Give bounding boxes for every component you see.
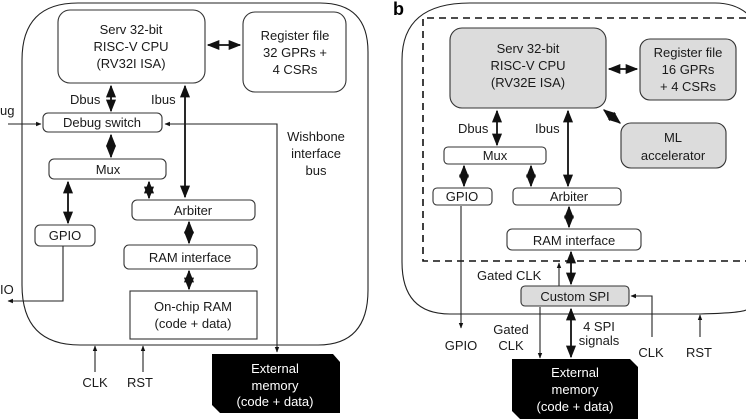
ml-label-line1: ML xyxy=(664,130,682,145)
clk-label-b: CLK xyxy=(638,345,664,360)
ram-interface-box-b xyxy=(506,228,642,251)
cpu-b-label-line3: (RV32E ISA) xyxy=(491,75,565,90)
arbiter-label-a: Arbiter xyxy=(174,203,213,218)
debug-switch-label: Debug switch xyxy=(63,115,141,130)
onchip-ram-label-line1: On-chip RAM xyxy=(154,299,232,314)
clk-label-a: CLK xyxy=(82,375,108,390)
gpio-label-b: GPIO xyxy=(446,189,479,204)
dbus-label-a: Dbus xyxy=(70,92,101,107)
wishbone-label-line2: interface xyxy=(291,146,341,161)
ext-memory-label-b-line2: memory xyxy=(552,382,599,397)
mux-box-b xyxy=(443,146,547,165)
clk-spi-line xyxy=(630,293,653,337)
debug-switch-box xyxy=(42,112,163,133)
cpu-label-line2: RISC-V CPU xyxy=(93,39,168,54)
ram-interface-box-a xyxy=(123,244,258,270)
ext-memory-box-a xyxy=(212,354,340,413)
spi-signals-label-line1: 4 SPI xyxy=(583,319,615,334)
custom-spi-box xyxy=(520,285,630,307)
panel-letter-b: b xyxy=(393,0,404,19)
wishbone-label-line3: bus xyxy=(306,163,327,178)
ml-accelerator-box xyxy=(620,122,727,169)
cpu-label-line3: (RV32I ISA) xyxy=(96,56,165,71)
ext-memory-label-a-line2: memory xyxy=(252,378,299,393)
regfile-b-label-line3: + 4 CSRs xyxy=(660,79,716,94)
ext-memory-box-b xyxy=(512,359,638,419)
onchip-ram-label-line2: (code + data) xyxy=(155,316,232,331)
arbiter-box-a xyxy=(131,199,256,221)
gpio-box-b xyxy=(432,187,493,206)
gpio-label-a: GPIO xyxy=(49,228,82,243)
ibus-label-b: Ibus xyxy=(535,121,560,136)
wishbone-label-line1: Wishbone xyxy=(287,129,345,144)
onchip-ram-box xyxy=(129,290,258,340)
gated-clk-out-label-line2: CLK xyxy=(498,338,524,353)
regfile-label-line1: Register file xyxy=(261,28,330,43)
dashed-boundary-b xyxy=(422,17,746,262)
soc-boundary-a xyxy=(21,2,369,346)
regfile-label-line2: 32 GPRs + xyxy=(263,45,327,60)
gpio-box-a xyxy=(34,224,96,247)
ml-label-line2: accelerator xyxy=(641,148,706,163)
gpio-output-line-a xyxy=(7,246,64,304)
debug-input-label: ug xyxy=(0,103,14,118)
cpu-b-label-line1: Serv 32-bit xyxy=(497,41,560,56)
ext-memory-label-a-line1: External xyxy=(251,361,299,376)
cpu-label-line1: Serv 32-bit xyxy=(100,22,163,37)
gated-clk-in-label: Gated CLK xyxy=(477,268,542,283)
cpu-b-label-line2: RISC-V CPU xyxy=(490,58,565,73)
regfile-b-label-line1: Register file xyxy=(654,45,723,60)
panel-a: Serv 32-bit RISC-V CPU (RV32I ISA) Regis… xyxy=(0,2,369,413)
ext-memory-label-b-line1: External xyxy=(551,365,599,380)
arbiter-box-b xyxy=(512,187,622,206)
mux-label-b: Mux xyxy=(483,148,508,163)
dbus-label-b: Dbus xyxy=(458,121,489,136)
cpu-box-a xyxy=(57,9,206,84)
mux-box-a xyxy=(48,158,167,180)
cpu-ml-arrow xyxy=(603,109,621,124)
custom-spi-label: Custom SPI xyxy=(540,289,609,304)
spi-signals-label-line2: signals xyxy=(579,333,620,348)
cpu-box-b xyxy=(449,27,607,109)
regfile-box-a xyxy=(242,11,347,93)
ext-memory-label-a-line3: (code + data) xyxy=(237,394,314,409)
ram-interface-label-a: RAM interface xyxy=(149,250,231,265)
mux-label-a: Mux xyxy=(96,162,121,177)
regfile-box-b xyxy=(639,38,737,101)
wishbone-bus-line xyxy=(164,121,278,343)
ram-interface-label-b: RAM interface xyxy=(533,233,615,248)
rst-label-b: RST xyxy=(686,345,712,360)
ibus-label-a: Ibus xyxy=(151,92,176,107)
regfile-b-label-line2: 16 GPRs xyxy=(662,62,715,77)
arbiter-label-b: Arbiter xyxy=(550,189,589,204)
rst-label-a: RST xyxy=(127,375,153,390)
gpio-output-label-b: GPIO xyxy=(445,338,478,353)
panel-b: b Serv 32-bit RISC-V CPU (RV32E ISA) Reg… xyxy=(393,0,746,419)
ext-memory-label-b-line3: (code + data) xyxy=(537,399,614,414)
gpio-output-label-a: IO xyxy=(0,282,14,297)
gated-clk-out-label-line1: Gated xyxy=(493,322,528,337)
regfile-label-line3: 4 CSRs xyxy=(273,62,318,77)
soc-boundary-b xyxy=(401,2,746,315)
